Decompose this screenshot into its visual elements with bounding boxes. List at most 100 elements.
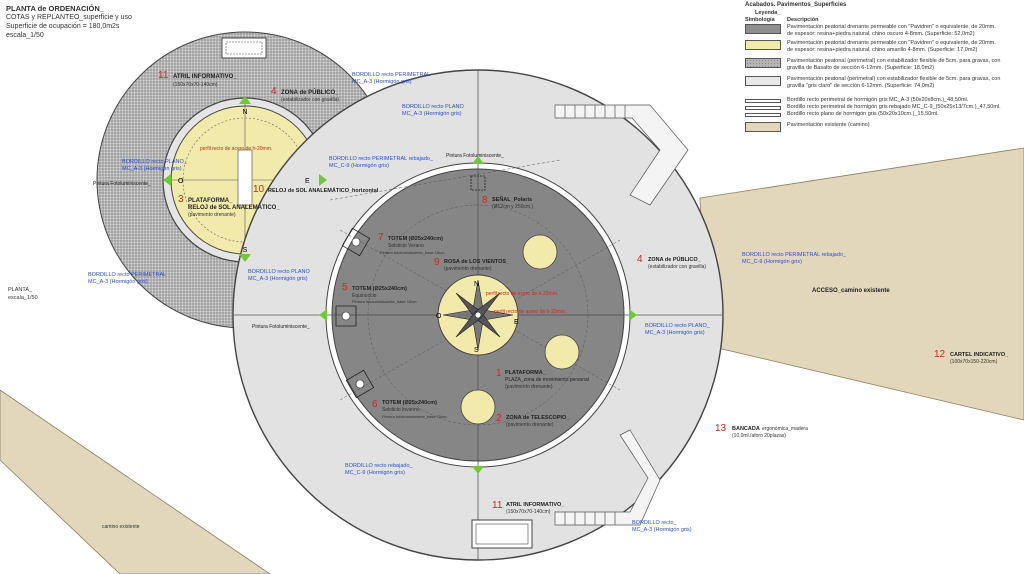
legend-leyenda: Leyenda_: [755, 10, 781, 16]
left-s-letter: S: [243, 247, 248, 254]
svg-text:Pintura fotoluminiscente_base: Pintura fotoluminiscente_base 15cm.: [380, 250, 446, 255]
access-label: ACCESO_camino existente: [812, 288, 890, 294]
main-s-letter: S: [474, 347, 479, 354]
legend-swatch: [745, 122, 781, 132]
legend-swatch: [745, 24, 781, 34]
svg-text:BANCADA: BANCADA: [732, 426, 760, 432]
item-6: 6 TOTEM (Ø25x240cm) Solsticio Invierno P…: [372, 399, 448, 419]
svg-text:(pavimento drenante): (pavimento drenante): [444, 266, 492, 272]
curb-7-sub: MC_C-9 (Hormigón gris): [742, 259, 802, 265]
legend-text: Bordillo recto perimetral de hormigón gr…: [787, 97, 1024, 104]
legend-desc-1: Bordillo recto perimetral de hormigón gr…: [787, 97, 969, 103]
svg-text:6: 6: [372, 399, 378, 410]
plan-subtitle: COTAS y REPLANTEO_superficie y uso: [6, 14, 132, 21]
svg-text:(pavimento drenante): (pavimento drenante): [505, 384, 553, 390]
plan-scale: escala_1/50: [6, 32, 44, 39]
curb-labels: BORDILLO recto PERIMETRAL MC_A-3 (Hormig…: [88, 72, 847, 533]
curb-4-sub: MC_C-9 (Hormigón gris): [329, 163, 389, 169]
curb-8-sub: MC_A-3 (Hormigón gris): [645, 330, 705, 336]
svg-text:2: 2: [496, 413, 502, 424]
item-4b: 4 ZONA de PÚBLICO_ (estabilizador con gr…: [637, 254, 706, 270]
svg-text:(150x70x70-140cm): (150x70x70-140cm): [173, 82, 218, 88]
legend-swatch: [745, 99, 781, 103]
info-lectern-bottom: [471, 519, 533, 549]
legend-col-symbol: Simbología: [745, 17, 775, 23]
curb-10-sub: MC_A-3 (Hormigón gris): [632, 527, 692, 533]
paint-label-2: Pintura Fotoluminiscente_: [446, 153, 504, 159]
curb-1-sub: MC_A-3 (Hormigón gris): [352, 79, 412, 85]
analemma-scale: [237, 149, 253, 206]
curb-3-sub: MC_A-3 (Hormigón gris): [122, 166, 182, 172]
item-3: 3 PLATAFORMA_ RELOJ de SOL ANALEMÁTICO_ …: [178, 194, 280, 218]
legend-text: Bordillo recto plano de hormigón gris (5…: [787, 111, 1024, 118]
legend-text: Pavimentación peatonal (perimetral) con …: [787, 76, 1024, 90]
side-label-1: PLANTA_: [8, 287, 33, 293]
svg-text:PLATAFORMA_: PLATAFORMA_: [505, 370, 547, 376]
main-e-letter: E: [514, 319, 519, 326]
legend-text: Pavimentación peatonal drenante permeabl…: [787, 24, 1024, 38]
svg-text:10: 10: [253, 184, 265, 195]
svg-text:RELOJ de SOL ANALEMÁTICO_: RELOJ de SOL ANALEMÁTICO_: [188, 204, 280, 211]
curb-7-title: BORDILLO recto PERIMETRAL rebajado_: [742, 252, 847, 258]
info-lectern-left: [221, 37, 267, 59]
legend-swatch: [745, 40, 781, 50]
main-n-letter: N: [474, 281, 479, 288]
perfil-left-label: perfil recto de acero de h-20mm.: [200, 146, 272, 152]
left-e-letter: E: [305, 178, 310, 185]
curb-2-sub: MC_A-3 (Hormigón gris): [402, 111, 462, 117]
item-11b: 11 ATRIL INFORMATIVO_ (150x70x70-140cm): [492, 500, 565, 515]
totem-7-icon: [341, 227, 371, 257]
svg-text:ATRIL INFORMATIVO_: ATRIL INFORMATIVO_: [173, 74, 237, 80]
svg-text:7: 7: [378, 232, 384, 243]
legend-swatch: [745, 58, 781, 68]
svg-text:Solsticio Invierno: Solsticio Invierno: [382, 407, 420, 413]
curb-6-title: BORDILLO recto PLANO: [248, 269, 310, 275]
svg-text:(150x70x70-140cm): (150x70x70-140cm): [506, 509, 551, 515]
plan-title: PLANTA de ORDENACIÓN_: [6, 4, 104, 13]
svg-text:ZONA de TELESCOPIO_: ZONA de TELESCOPIO_: [506, 415, 570, 421]
curb-5-sub: MC_A-3 (Hormigón gris): [88, 279, 148, 285]
curb-8-title: BORDILLO recto PLANO_: [645, 323, 711, 329]
svg-text:4: 4: [637, 254, 643, 265]
access-markers: [163, 96, 637, 474]
item-5: 5 TOTEM (Ø25x240cm) Equinoccio Pintura f…: [342, 282, 418, 304]
svg-text:5: 5: [342, 282, 348, 293]
orbit-dashed: [367, 204, 589, 426]
side-label-2: escala_1/50: [8, 295, 38, 301]
curb-2-title: BORDILLO recto PLANO: [402, 104, 464, 110]
legend-desc-2: de espesor: resina+piedra natural, chino…: [787, 47, 978, 53]
svg-text:Pintura fotoluminiscente_base: Pintura fotoluminiscente_base 15cm.: [382, 414, 448, 419]
bench-bottom-icon: [554, 429, 661, 526]
svg-text:ATRIL INFORMATIVO_: ATRIL INFORMATIVO_: [506, 502, 565, 508]
curb-1-title: BORDILLO recto PERIMETRAL: [352, 72, 430, 78]
svg-text:Pintura fotoluminiscente_base: Pintura fotoluminiscente_base 15cm.: [352, 299, 418, 304]
svg-text:Equinoccio: Equinoccio: [352, 293, 377, 299]
item-13: 13 BANCADA ergonómica_madera (10,0ml./af…: [715, 423, 808, 439]
item-1: 1 PLATAFORMA_ PLAZA_zona de movimiento p…: [496, 368, 589, 390]
svg-text:(10,0ml./aforo 20plazas): (10,0ml./aforo 20plazas): [732, 433, 786, 439]
svg-text:13: 13: [715, 423, 727, 434]
legend-desc-1: Pavimentación existente (camino): [787, 122, 870, 128]
item-11a: 11 ATRIL INFORMATIVO_ (150x70x70-140cm): [158, 70, 237, 88]
legend-desc-1: Pavimentación peatonal drenante permeabl…: [787, 40, 996, 46]
svg-text:Solsticio Verano: Solsticio Verano: [388, 243, 424, 249]
svg-text:4: 4: [271, 86, 277, 97]
svg-text:12: 12: [934, 349, 946, 360]
svg-text:TOTEM (Ø25x240cm): TOTEM (Ø25x240cm): [352, 286, 407, 292]
existing-path-left: [0, 389, 271, 574]
svg-text:(estabilizador con gravilla): (estabilizador con gravilla): [281, 97, 339, 103]
svg-text:PLAZA_zona de movimiento perso: PLAZA_zona de movimiento personal: [505, 377, 589, 383]
svg-text:ROSA de LOS VIENTOS_: ROSA de LOS VIENTOS_: [444, 259, 510, 265]
legend-desc-1: Pavimentación peatonal (perimetral) con …: [787, 58, 1001, 64]
telescope-pad-1: [522, 234, 558, 270]
item-4a: 4 ZONA de PÚBLICO_ (estabilizador con gr…: [271, 86, 339, 103]
item-2: 2 ZONA de TELESCOPIO_ (pavimento drenant…: [496, 413, 570, 428]
legend-swatch: [745, 113, 781, 117]
left-o-letter: O: [178, 178, 184, 185]
perfil-main-label-1: perfil recto de acero de h-20mm.: [486, 291, 558, 297]
item-10: 10 RELOJ de SOL ANALEMÁTICO_horizontal: [253, 184, 379, 195]
svg-text:ZONA de PÚBLICO_: ZONA de PÚBLICO_: [648, 256, 702, 263]
legend-text: Pavimentación peatonal drenante permeabl…: [787, 40, 1024, 54]
item-9: 9 ROSA de LOS VIENTOS_ (pavimento drenan…: [434, 257, 510, 272]
